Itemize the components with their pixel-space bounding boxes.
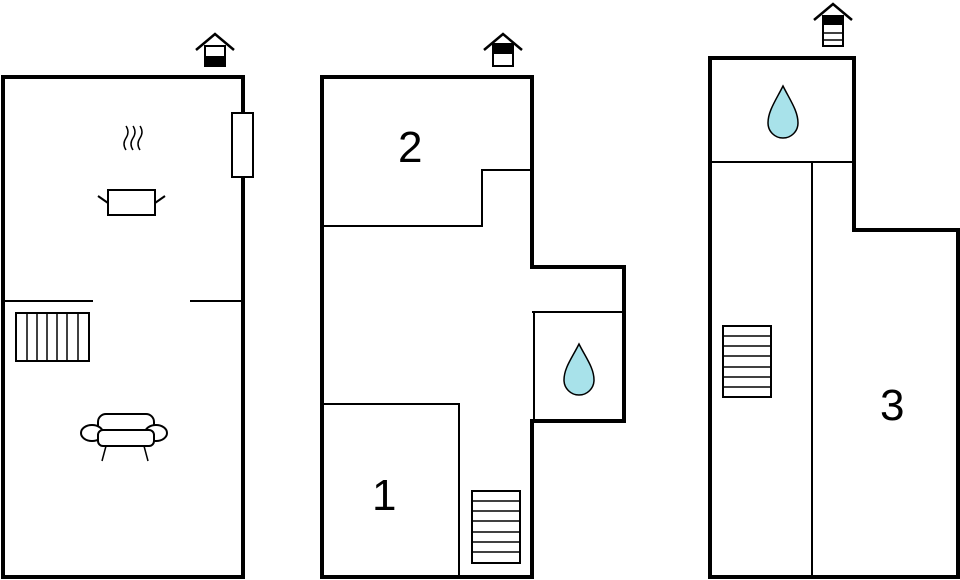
room-1-wall: [324, 403, 460, 575]
entrance-icon: [195, 32, 235, 67]
staircase-icon: [722, 325, 772, 398]
kitchen-pot-icon: [97, 125, 166, 216]
floor-2: 2 1: [320, 32, 626, 579]
floor-1: [1, 32, 254, 579]
bathroom-water-drop-icon: [767, 84, 799, 139]
floor-3: 3: [708, 2, 960, 579]
window-icon: [231, 112, 254, 178]
room-label-2: 2: [398, 123, 422, 172]
floor-1-outline: [1, 75, 245, 579]
floor-2-outline: [320, 75, 626, 579]
room-label-3: 3: [880, 381, 904, 430]
radiator-icon: [15, 312, 90, 362]
sofa-icon: [80, 413, 168, 462]
bathroom-water-drop-icon: [563, 342, 595, 396]
floor-3-outline: [708, 56, 960, 579]
entrance-icon: [813, 2, 853, 47]
room-label-1: 1: [372, 471, 396, 520]
room-2-wall: [324, 169, 530, 227]
entrance-icon: [483, 32, 523, 67]
staircase-icon: [471, 490, 521, 564]
